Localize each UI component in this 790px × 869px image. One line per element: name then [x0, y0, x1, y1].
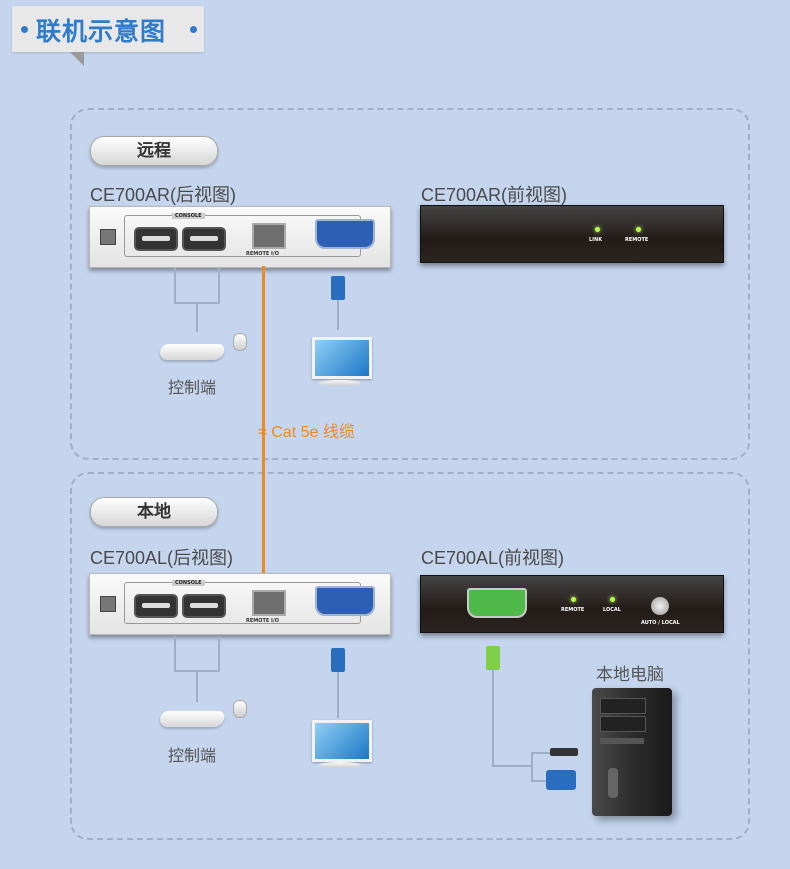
keyboard-icon [158, 344, 226, 360]
title-banner-tail [70, 52, 84, 66]
connector-line [337, 300, 339, 330]
local-zone [70, 472, 750, 840]
connector-line [218, 268, 220, 304]
local-led-icon [610, 597, 615, 602]
cable-label-text: Cat 5e 线缆 [271, 424, 355, 441]
monitor-icon [312, 337, 372, 379]
usb-port-keyboard-icon [182, 594, 226, 618]
mouse-icon [233, 333, 247, 351]
title-banner [12, 6, 204, 52]
monitor-icon [312, 720, 372, 762]
power-jack-icon [100, 596, 116, 612]
bullet-dot [190, 26, 197, 33]
connector-line [531, 780, 547, 782]
local-section-label: 本地 [90, 497, 218, 527]
pc-tower-icon [592, 688, 672, 816]
vga-plug-icon [331, 648, 345, 672]
local-console-caption: 控制端 [168, 746, 217, 765]
local-rear-model-label: CE700AL(后视图) [90, 548, 234, 568]
local-pc-caption: 本地电脑 [596, 665, 664, 685]
local-front-panel: REMOTE LOCAL AUTO / LOCAL [420, 575, 724, 633]
cable-label: ≈ Cat 5e 线缆 [258, 424, 355, 441]
drive-bay [600, 698, 646, 714]
remote-rear-panel: CONSOLE REMOTE I/O [89, 206, 391, 268]
led-label-local: LOCAL [603, 607, 621, 613]
remote-io-label: REMOTE I/O [246, 251, 279, 257]
front-io-panel [600, 738, 644, 744]
led-label-remote: REMOTE [625, 237, 649, 243]
monitor-stand-icon [319, 762, 361, 768]
rj45-port-icon [252, 590, 286, 616]
remote-front-panel: LINK REMOTE [420, 205, 724, 263]
auto-local-label: AUTO / LOCAL [641, 620, 680, 626]
page-title: 联机示意图 [36, 17, 167, 46]
bullet-dot [21, 26, 28, 33]
auto-local-button[interactable] [651, 597, 669, 615]
remote-led-icon [636, 227, 641, 232]
vga-plug-icon [546, 770, 576, 790]
vga-plug-icon [331, 276, 345, 300]
vga-port-icon [315, 586, 375, 616]
usb-port-keyboard-icon [182, 227, 226, 251]
remote-section-label: 远程 [90, 136, 218, 166]
vga-plug-green-icon [486, 646, 500, 670]
connector-line [531, 752, 551, 754]
connector-line [492, 670, 494, 766]
console-label: CONSOLE [172, 213, 205, 219]
remote-front-model-label: CE700AR(前视图) [421, 185, 568, 205]
power-button-icon [608, 768, 618, 798]
led-label-link: LINK [589, 237, 603, 243]
drive-bay [600, 716, 646, 732]
led-label-remote: REMOTE [561, 607, 585, 613]
vga-port-green-icon [467, 588, 527, 618]
usb-port-mouse-icon [134, 594, 178, 618]
remote-console-caption: 控制端 [168, 378, 217, 397]
rj45-port-icon [252, 223, 286, 249]
connector-line [196, 302, 198, 332]
remote-led-icon [571, 597, 576, 602]
remote-io-label: REMOTE I/O [246, 618, 279, 624]
connector-line [196, 670, 198, 702]
mouse-icon [233, 700, 247, 718]
local-front-model-label: CE700AL(前视图) [421, 548, 565, 568]
connector-line [174, 268, 176, 304]
remote-zone [70, 108, 750, 460]
usb-port-mouse-icon [134, 227, 178, 251]
keyboard-icon [158, 711, 226, 727]
connector-line [531, 752, 533, 782]
connector-line [174, 636, 176, 672]
connector-line [492, 765, 532, 767]
vga-port-icon [315, 219, 375, 249]
remote-rear-model-label: CE700AR(后视图) [90, 185, 237, 205]
console-label: CONSOLE [172, 580, 205, 586]
connector-line [337, 672, 339, 718]
local-rear-panel: CONSOLE REMOTE I/O [89, 573, 391, 635]
cat5e-cable [262, 266, 265, 574]
power-jack-icon [100, 229, 116, 245]
monitor-stand-icon [319, 380, 361, 386]
link-led-icon [595, 227, 600, 232]
connector-line [218, 636, 220, 672]
usb-plug-icon [550, 748, 578, 756]
